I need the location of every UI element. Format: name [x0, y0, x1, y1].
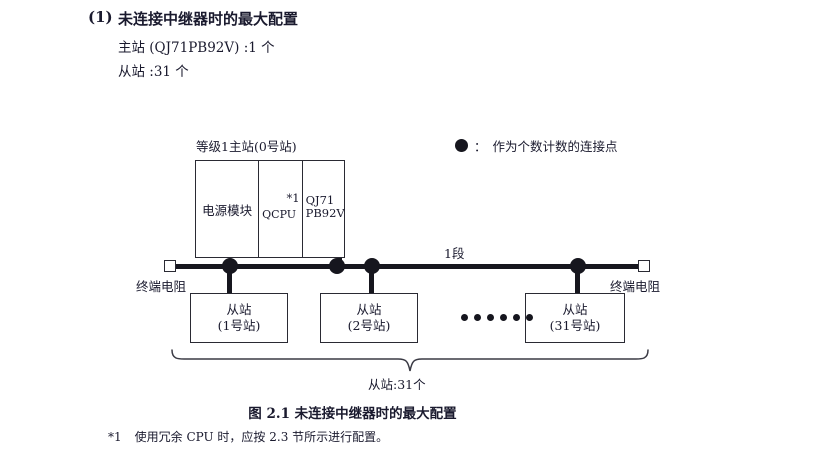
slave1-drop-line: [227, 266, 232, 294]
rack-title: 等级1主站(0号站): [196, 139, 297, 154]
terminator-right-icon: [638, 260, 650, 272]
slave-station-box: 从站 (1号站): [190, 293, 288, 343]
ellipsis-dot: [474, 314, 481, 321]
filled-circle-icon: [455, 139, 468, 152]
bus-line: [174, 264, 642, 269]
rack-cell-cpu: *1 QCPU: [259, 161, 303, 257]
heading-title: 未连接中继器时的最大配置: [118, 10, 299, 28]
spec-slave-line: 从站 :31 个: [118, 64, 189, 80]
slave-name: 从站: [226, 302, 252, 318]
segment-label: 1段: [444, 246, 465, 261]
slave-count-label: 从站:31个: [368, 377, 426, 392]
rack-cell-network-module: QJ71 PB92V: [303, 161, 345, 257]
power-module-label: 电源模块: [202, 202, 253, 218]
brace-shape-icon: [171, 349, 649, 372]
cpu-module-label: QCPU: [262, 208, 297, 221]
slave-name: 从站: [356, 302, 382, 318]
ellipsis-dot: [461, 314, 468, 321]
legend: ： 作为个数计数的连接点: [455, 136, 618, 155]
rack-cell-power-supply: 电源模块: [196, 161, 260, 257]
spec-master-line: 主站 (QJ71PB92V) :1 个: [118, 40, 275, 56]
slave-station-box: 从站 (2号站): [320, 293, 418, 343]
slave-station-number: (1号站): [217, 318, 261, 333]
ellipsis-dot: [526, 314, 533, 321]
figure-caption: 图 2.1 未连接中继器时的最大配置: [248, 406, 457, 422]
network-module-label-line2: PB92V: [305, 205, 345, 220]
terminator-left-icon: [164, 260, 176, 272]
network-module-label: QJ71 PB92V: [306, 194, 345, 220]
slave2-drop-line: [369, 266, 374, 294]
slave-station-box: 从站 (31号站): [525, 293, 625, 343]
slave-station-number: (31号站): [549, 318, 601, 333]
legend-label: 作为个数计数的连接点: [492, 139, 618, 154]
terminator-right-label: 终端电阻: [610, 279, 661, 294]
legend-separator: ：: [474, 139, 487, 154]
ellipsis-dot: [487, 314, 494, 321]
ellipsis-dot: [500, 314, 507, 321]
master-rack: 电源模块 *1 QCPU QJ71 PB92V: [195, 160, 345, 258]
footnote-text: 使用冗余 CPU 时，应按 2.3 节所示进行配置。: [134, 430, 389, 444]
cpu-footnote-mark: *1: [286, 191, 300, 205]
connection-node-master: [329, 258, 345, 274]
ellipsis-dots: [461, 314, 533, 321]
terminator-left-label: 终端电阻: [136, 279, 187, 294]
slave-count-brace: [170, 348, 650, 378]
ellipsis-dot: [513, 314, 520, 321]
footnote-mark: *1: [108, 430, 122, 444]
footnote: *1 使用冗余 CPU 时，应按 2.3 节所示进行配置。: [108, 428, 388, 445]
network-module-label-line1: QJ71: [305, 193, 335, 207]
heading-number: (1): [88, 8, 113, 26]
slave31-drop-line: [575, 266, 580, 294]
slave-station-number: (2号站): [347, 318, 391, 333]
slave-name: 从站: [562, 302, 588, 318]
